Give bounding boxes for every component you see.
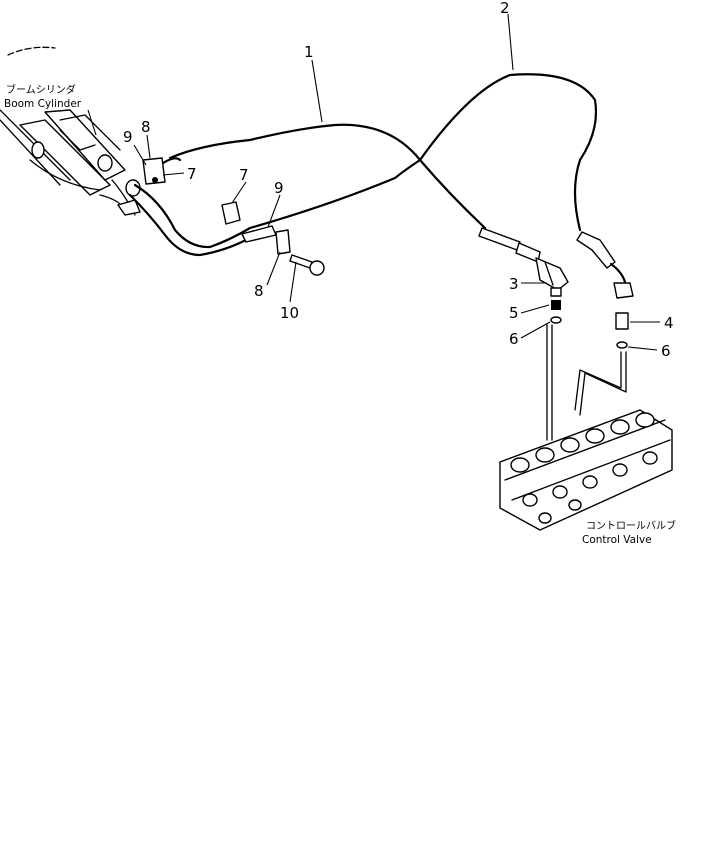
- label-9-middle: 9: [274, 179, 284, 197]
- hose-2: [418, 73, 627, 284]
- label-5: 5: [509, 304, 519, 322]
- captions: ブームシリンダ Boom Cylinder コントロールバルブ Control …: [4, 83, 676, 546]
- label-8-left: 8: [141, 118, 151, 136]
- label-4: 4: [664, 314, 674, 332]
- label-6-left: 6: [509, 330, 519, 348]
- control-valve-caption-en: Control Valve: [582, 534, 652, 546]
- label-2: 2: [500, 0, 510, 17]
- control-valve: [499, 409, 673, 531]
- boom-cylinder-caption-en: Boom Cylinder: [4, 98, 82, 110]
- control-valve-caption-jp: コントロールバルブ: [586, 519, 676, 532]
- fittings: [535, 257, 634, 349]
- label-1: 1: [304, 43, 314, 61]
- hose-1: [128, 123, 541, 263]
- label-9-left: 9: [123, 128, 133, 146]
- valve-lines: [546, 324, 627, 441]
- leader-lines: [87, 13, 660, 351]
- label-8-middle: 8: [254, 282, 264, 300]
- label-3: 3: [509, 275, 519, 293]
- label-6-right: 6: [661, 342, 671, 360]
- label-7-left: 7: [187, 165, 197, 183]
- label-10: 10: [280, 304, 299, 322]
- label-7-middle: 7: [239, 166, 249, 184]
- boom-cylinder-caption-jp: ブームシリンダ: [6, 83, 76, 96]
- clamps: [142, 157, 325, 276]
- boom-cylinder: [0, 46, 141, 216]
- part-number-labels: 1 2 3 4 5 6 6 7 7 8 8 9 9 10: [123, 0, 674, 360]
